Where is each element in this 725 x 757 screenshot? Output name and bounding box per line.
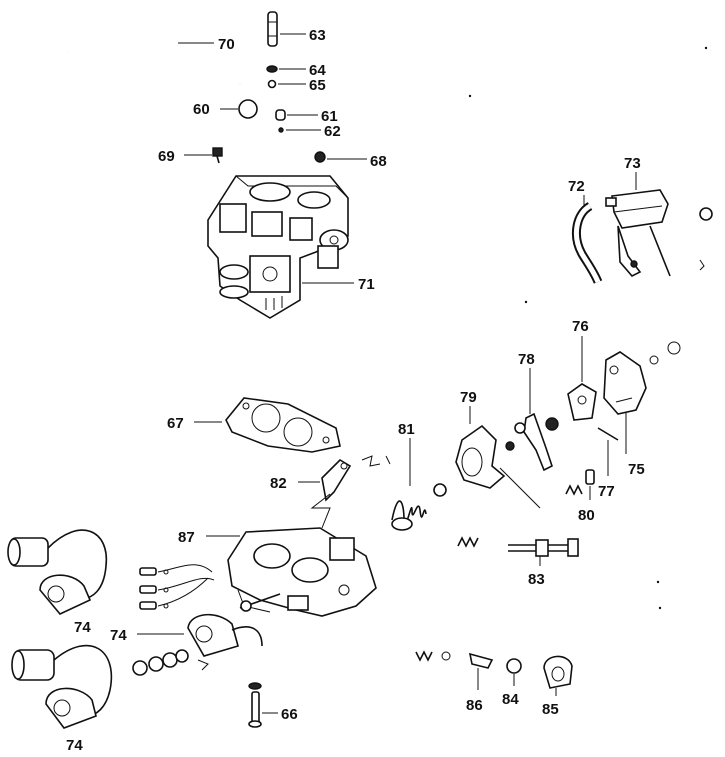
part-65-washer: 65	[267, 77, 326, 94]
part-61-needle-valve: 61	[275, 108, 338, 125]
callout-72: 72	[568, 178, 585, 195]
part-69-screw: 69	[158, 147, 223, 165]
small-screw-right	[699, 207, 713, 271]
callout-65: 65	[309, 77, 326, 94]
part-80-spring: 80	[565, 469, 595, 524]
part-83-throttle-shaft: 83	[457, 536, 579, 588]
callout-75: 75	[628, 461, 645, 478]
callout-78: 78	[518, 351, 535, 368]
part-70-fuel-hose: 70	[66, 25, 241, 86]
callout-74-top: 74	[74, 619, 91, 636]
callout-79: 79	[460, 389, 477, 406]
part-78-lever: 78	[514, 351, 559, 472]
part-74-sensor-top: 74	[7, 529, 108, 636]
callout-77: 77	[598, 483, 615, 500]
part-79-throttle-cam: 79	[455, 389, 541, 509]
callout-61: 61	[321, 108, 338, 125]
callout-80: 80	[578, 507, 595, 524]
callout-73: 73	[624, 155, 641, 172]
callout-70: 70	[218, 36, 235, 53]
part-76-bracket: 76	[567, 318, 597, 421]
callout-74-middle: 74	[110, 627, 127, 644]
part-60-float: 60	[193, 99, 258, 119]
callout-84: 84	[502, 691, 519, 708]
part-64-seal: 64	[266, 62, 326, 79]
part-75-cam-assembly: 75	[603, 341, 681, 478]
callout-68: 68	[370, 153, 387, 170]
callout-64: 64	[309, 62, 326, 79]
part-63-fitting: 63	[267, 11, 326, 47]
part-73-vacuum-diaphragm: 73	[605, 155, 671, 277]
callout-62: 62	[324, 123, 341, 140]
part-82-lever: 82	[270, 455, 391, 502]
part-62-pin: 62	[278, 123, 341, 140]
callout-76: 76	[572, 318, 589, 335]
part-72-vacuum-hose: 72	[568, 178, 603, 284]
part-87-lower-body: 87	[178, 493, 377, 617]
part-74-sensor-middle: 74	[110, 613, 263, 676]
callout-86: 86	[466, 697, 483, 714]
part-74-sensor-bottom: 74	[11, 644, 113, 754]
part-66-screw: 66	[248, 682, 298, 728]
wire-harness-connectors	[139, 564, 215, 610]
callout-69: 69	[158, 148, 175, 165]
callout-63: 63	[309, 27, 326, 44]
callout-71: 71	[358, 276, 375, 293]
callout-66: 66	[281, 706, 298, 723]
part-77-screw: 77	[597, 427, 619, 500]
callout-82: 82	[270, 475, 287, 492]
callout-87: 87	[178, 529, 195, 546]
part-85-cap: 85	[542, 655, 573, 718]
callout-85: 85	[542, 701, 559, 718]
part-81-spring: 81	[391, 421, 447, 531]
callout-83: 83	[528, 571, 545, 588]
part-67-gasket: 67	[167, 397, 341, 453]
part-84-o-ring: 84	[502, 658, 522, 708]
part-68-screw: 68	[314, 151, 387, 170]
part-86-adjusting-screw: 86	[415, 650, 494, 714]
scan-specks	[468, 46, 708, 610]
callout-60: 60	[193, 101, 210, 118]
callout-67: 67	[167, 415, 184, 432]
part-71-upper-body: 71	[207, 175, 375, 319]
callout-74-bottom: 74	[66, 737, 83, 754]
callout-81: 81	[398, 421, 415, 438]
